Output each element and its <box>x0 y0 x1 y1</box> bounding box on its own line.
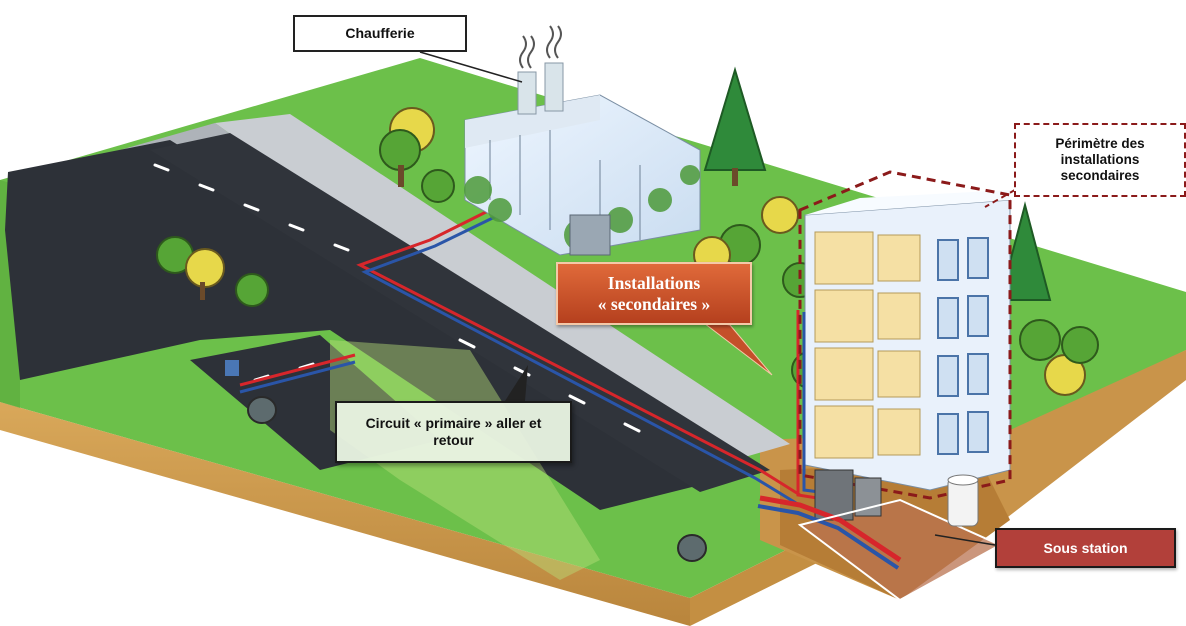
installations-label: Installations « secondaires » <box>556 262 752 325</box>
chimney-smoke-icon <box>517 25 564 115</box>
sous-station-text: Sous station <box>1043 539 1128 556</box>
chaufferie-label: Chaufferie <box>293 15 467 52</box>
primary-circuit-pipes <box>239 203 801 505</box>
installations-text-line2: « secondaires » <box>597 293 711 314</box>
callout-pointers <box>419 51 1051 546</box>
pipe-icon <box>225 360 707 562</box>
sous-station-label: Sous station <box>995 528 1176 568</box>
water-tank-icon <box>947 474 979 527</box>
installations-text-line1: Installations <box>607 272 701 293</box>
chaufferie-text: Chaufferie <box>345 25 415 42</box>
perimetre-label: Périmètre des installations secondaires <box>1014 123 1186 197</box>
perimetre-text: Périmètre des installations secondaires <box>1055 135 1145 184</box>
circuit-primaire-label: Circuit « primaire » aller et retour <box>335 401 572 463</box>
boiler-house-building <box>464 25 701 256</box>
circuit-text: Circuit « primaire » aller et retour <box>365 415 542 448</box>
building-icon <box>796 170 1012 502</box>
